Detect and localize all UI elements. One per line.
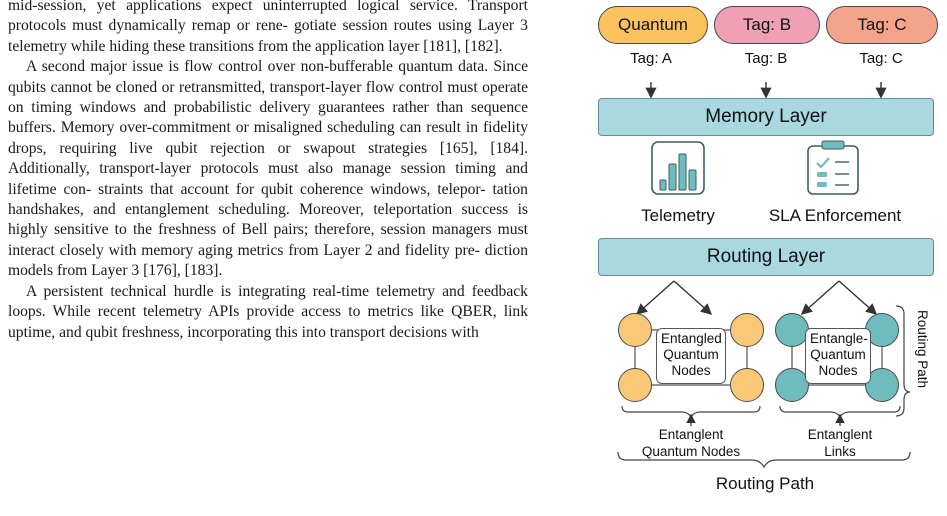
tag-c-pill: Tag: C [826,6,938,44]
text-line: quantum data. Since qubits cannot be clo… [8,58,528,96]
text-line: these transitions from the application l… [153,37,503,55]
entanglent-quantum-nodes-label: Entanglent Quantum Nodes [626,426,756,460]
text-line: gotiate session routes using Layer 3 tel… [8,17,528,55]
text-line: A persistent technical hurdle is integra… [26,282,370,300]
text-line: Bell pairs; therefore, session managers … [8,221,528,259]
text-line: service. Transport protocols must dynami… [8,0,529,35]
text-line: buffers. Memory over-commitment or misal… [8,119,395,137]
box-line: Entangle- [810,331,868,346]
text-line: tation handshakes, and entanglement sche… [8,180,528,219]
text-line: diction models from Layer 3 [176], [183]… [8,241,528,280]
entangled-nodes-box: Entangled Quantum Nodes [656,328,726,384]
text-line: mid-session, yet applications expect uni… [8,0,400,14]
memory-layer-bar: Memory Layer [598,98,934,136]
bar-chart-icon [651,141,705,195]
routing-layer-bar: Routing Layer [598,238,934,276]
text-line: provide access to metrics like QBER, lin… [8,303,528,341]
label-line: Quantum Nodes [641,444,741,459]
architecture-figure: Quantum Tag: B Tag: C Tag: A Tag: B Tag:… [590,0,947,516]
paragraph-3: A persistent technical hurdle is integra… [8,282,528,343]
paper-text-column: mid-session, yet applications expect uni… [8,0,528,343]
tag-c-label: Tag: C [859,50,903,67]
entangle-nodes-box: Entangle- Quantum Nodes [805,328,871,384]
box-line: Entangled [661,331,722,346]
paragraph-2: A second major issue is flow control ove… [8,57,528,281]
text-line: swapout strategies [165], [184]. Additio… [8,139,528,178]
text-line: freshness, incorporating this into trans… [121,323,479,341]
text-line: can result in fidelity drops, requiring … [8,119,528,157]
routing-path-vertical-label: Routing Path [915,310,930,389]
text-line: teleportation success is highly sensitiv… [8,201,528,239]
quantum-pill: Quantum [598,6,708,44]
box-line: Nodes [818,363,858,378]
text-line: protocols must also manage session timin… [8,160,528,198]
quantum-node [775,313,809,347]
quantum-node [730,368,764,402]
text-line: with memory aging metrics from Layer 2 a… [108,241,480,259]
sla-enforcement-label: SLA Enforcement [768,206,902,225]
clipboard-icon [807,140,859,195]
label-line: Entanglent [658,427,724,442]
box-line: Nodes [671,363,711,378]
box-line: Quantum [663,347,719,362]
quantum-node [618,368,652,402]
text-line: and probabilistic delivery guarantees ra… [143,99,529,117]
paragraph-1: mid-session, yet applications expect uni… [8,0,528,57]
quantum-node [730,313,764,347]
text-line: straints that account for qubit coherenc… [98,180,486,198]
entanglent-links-label: Entanglent Links [790,426,890,460]
label-line: Entanglent [807,427,873,442]
text-line: telemetry and feedback loops. While rece… [8,282,528,321]
tag-b-pill: Tag: B [714,6,820,44]
routing-path-label: Routing Path [715,474,815,493]
tag-b-label: Tag: B [744,50,788,67]
quantum-node [775,368,809,402]
text-line: A second major issue is flow control ove… [26,58,393,76]
quantum-node [618,313,652,347]
tag-a-label: Tag: A [630,50,672,67]
box-line: Quantum [810,347,866,362]
text-line: transport-layer flow control must operat… [8,78,528,117]
telemetry-label: Telemetry [641,206,715,225]
label-line: Links [824,444,856,459]
